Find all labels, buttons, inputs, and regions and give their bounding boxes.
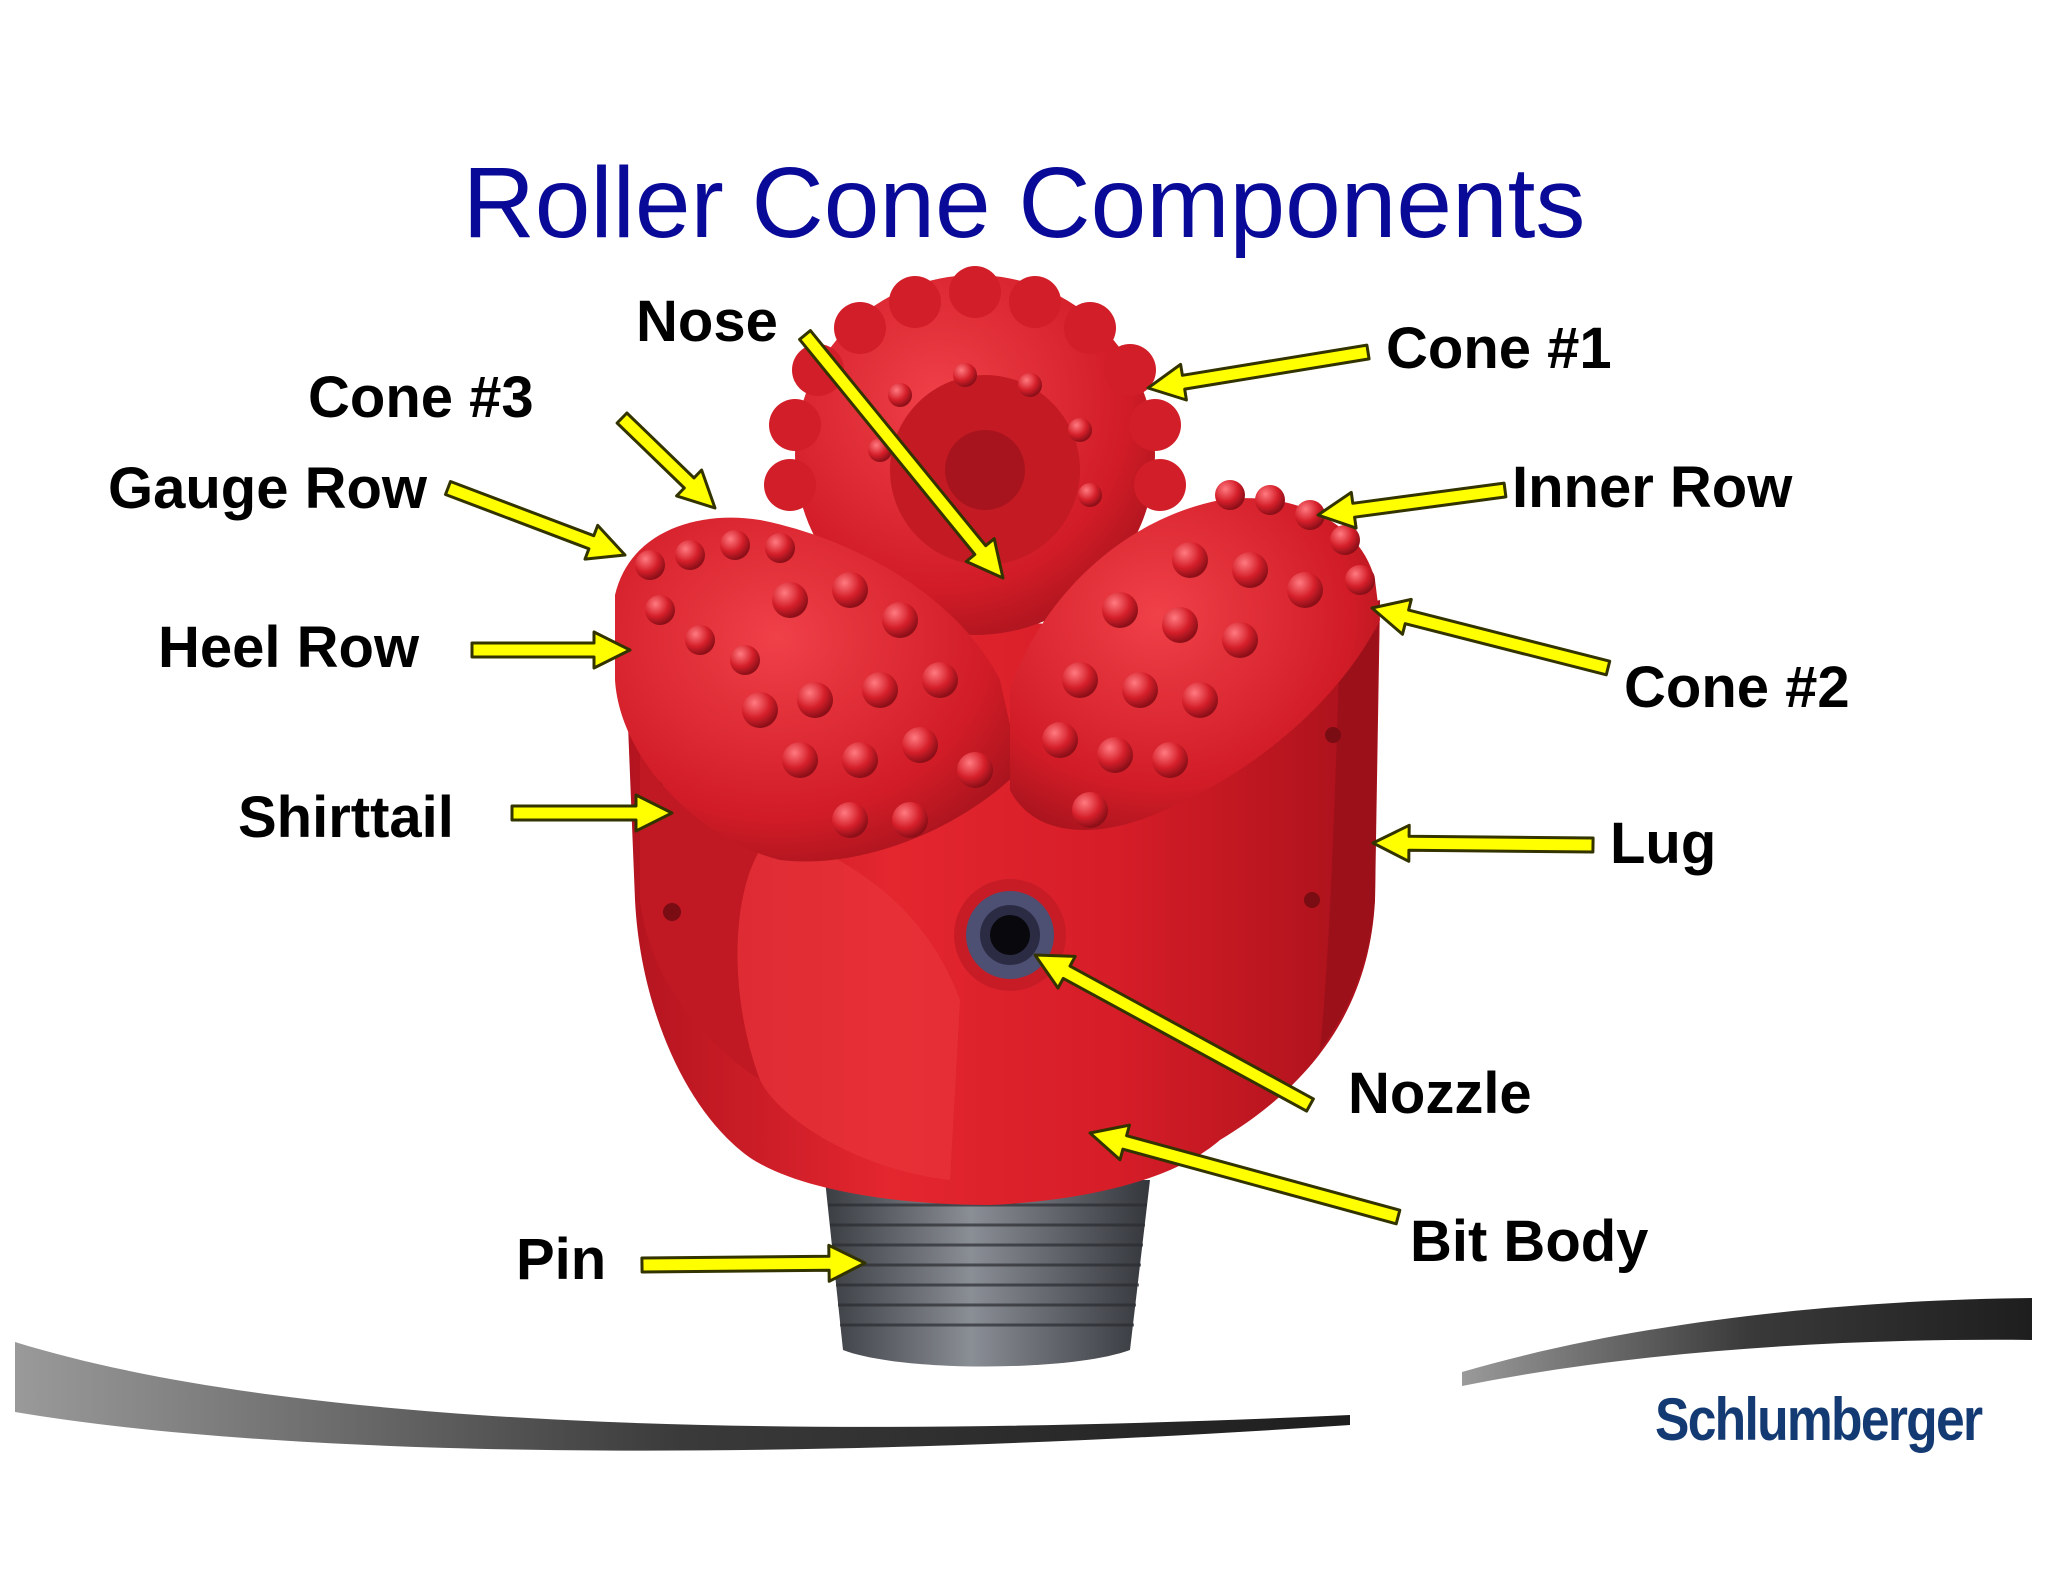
arrow-nose-icon: [798, 329, 1005, 580]
arrow-heel-row-icon: [470, 630, 632, 670]
label-gauge-row: Gauge Row: [108, 456, 428, 521]
arrow-inner-row-icon: [1316, 481, 1508, 530]
nozzle-port: [954, 879, 1066, 991]
arrow-lug-icon: [1371, 823, 1595, 863]
label-lug: Lug: [1610, 811, 1717, 876]
arrow-cone-2-icon: [1370, 597, 1612, 677]
label-shirttail: Shirttail: [238, 785, 454, 850]
label-cone-2: Cone #2: [1624, 655, 1850, 720]
schlumberger-logo: Schlumberger: [1655, 1386, 1983, 1453]
left-swoosh: [15, 1342, 1350, 1451]
label-heel-row: Heel Row: [158, 615, 420, 680]
arrow-cone-3-icon: [615, 411, 717, 510]
label-nose: Nose: [636, 289, 778, 354]
cone-3: [615, 517, 1020, 862]
cone-2: [1010, 480, 1380, 830]
arrow-pin-icon: [640, 1243, 867, 1283]
arrow-shirttail-icon: [510, 793, 674, 833]
arrow-bit-body-icon: [1088, 1123, 1402, 1226]
arrow-nozzle-icon: [1033, 953, 1315, 1113]
page-title: Roller Cone Components: [462, 147, 1586, 259]
arrow-gauge-row-icon: [444, 480, 627, 561]
label-inner-row: Inner Row: [1512, 455, 1793, 520]
label-bit-body: Bit Body: [1410, 1209, 1649, 1274]
arrow-icon: [444, 329, 1612, 1283]
label-nozzle: Nozzle: [1348, 1061, 1532, 1126]
label-pin: Pin: [516, 1227, 607, 1292]
pin-threads: [825, 1180, 1150, 1367]
cone-1: [764, 266, 1186, 635]
right-swoosh: [1462, 1298, 2032, 1386]
arrow-cone-1-icon: [1146, 343, 1371, 402]
label-cone-1: Cone #1: [1386, 316, 1612, 381]
label-cone-3: Cone #3: [308, 365, 534, 430]
